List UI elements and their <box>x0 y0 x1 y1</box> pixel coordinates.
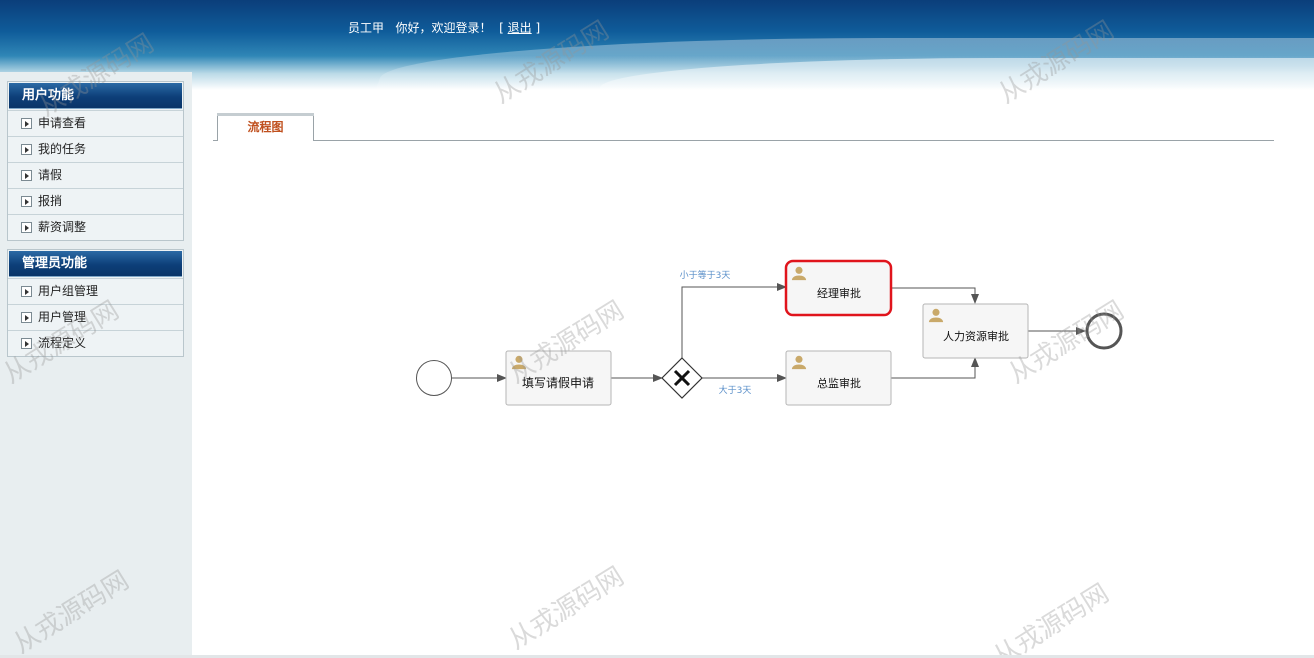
bracket-open: [ <box>499 21 504 35</box>
flow-director-to-hr <box>891 357 979 379</box>
tab-underline <box>213 140 1274 141</box>
user-name: 员工甲 <box>348 21 385 35</box>
menu-title-admin-functions: 管理员功能 <box>9 251 182 277</box>
sidebar-item-process-definition[interactable]: 流程定义 <box>8 330 183 356</box>
page-bottom-border <box>0 655 1314 658</box>
sidebar-item-label: 用户组管理 <box>38 284 99 298</box>
watermark: 从戎源码网 <box>503 561 630 656</box>
tab-flowchart[interactable]: 流程图 <box>217 113 314 141</box>
sidebar-item-group-management[interactable]: 用户组管理 <box>8 278 183 304</box>
arrow-right-icon <box>21 312 32 323</box>
task-label: 总监审批 <box>817 376 861 390</box>
task-manager-approval[interactable]: 经理审批 <box>784 259 893 317</box>
arrow-right-icon <box>21 196 32 207</box>
arrow-right-icon <box>21 170 32 181</box>
arrow-right-icon <box>21 144 32 155</box>
arrow-right-icon <box>21 286 32 297</box>
user-functions-menu: 用户功能 申请查看 我的任务 请假 报捎 薪资调整 <box>7 81 184 241</box>
gateway-x-icon <box>673 369 691 387</box>
header-banner: 员工甲 你好，欢迎登录！ [ 退出 ] <box>0 0 1314 90</box>
sidebar-item-label: 我的任务 <box>38 142 87 156</box>
sidebar-item-label: 报捎 <box>38 194 63 208</box>
tab-label: 流程图 <box>247 120 284 134</box>
sidebar-item-label: 流程定义 <box>38 336 87 350</box>
flow-gateway-to-manager <box>681 283 787 358</box>
task-label: 经理审批 <box>817 286 861 300</box>
arrow-right-icon <box>21 222 32 233</box>
sidebar-item-label: 薪资调整 <box>38 220 87 234</box>
sidebar-item-view-applications[interactable]: 申请查看 <box>8 110 183 136</box>
bracket-close: ] <box>535 21 541 35</box>
task-label: 人力资源审批 <box>943 329 1009 343</box>
arrow-right-icon <box>21 338 32 349</box>
greeting-text: 你好，欢迎登录！ <box>395 21 492 35</box>
edge-label-le3: 小于等于3天 <box>680 269 731 281</box>
exclusive-gateway[interactable] <box>661 357 703 399</box>
sidebar-item-label: 请假 <box>38 168 63 182</box>
sidebar-item-label: 申请查看 <box>38 116 87 130</box>
menu-title-user-functions: 用户功能 <box>9 83 182 109</box>
start-event[interactable] <box>416 360 452 396</box>
task-label: 填写请假申请 <box>522 376 594 390</box>
admin-functions-menu: 管理员功能 用户组管理 用户管理 流程定义 <box>7 249 184 357</box>
sidebar: 用户功能 申请查看 我的任务 请假 报捎 薪资调整 管理员功能 用户组管理 <box>0 72 192 658</box>
flow-manager-to-hr <box>891 287 979 304</box>
sidebar-item-user-management[interactable]: 用户管理 <box>8 304 183 330</box>
sidebar-item-leave[interactable]: 请假 <box>8 162 183 188</box>
sidebar-item-salary-adjust[interactable]: 薪资调整 <box>8 214 183 240</box>
arrow-right-icon <box>21 118 32 129</box>
edge-label-gt3: 大于3天 <box>719 384 752 396</box>
task-hr-approval[interactable]: 人力资源审批 <box>922 303 1029 359</box>
end-event[interactable] <box>1085 312 1123 350</box>
user-bar: 员工甲 你好，欢迎登录！ [ 退出 ] <box>348 19 540 36</box>
sidebar-item-label: 用户管理 <box>38 310 87 324</box>
sidebar-item-reimbursement[interactable]: 报捎 <box>8 188 183 214</box>
watermark: 从戎源码网 <box>988 578 1115 658</box>
sidebar-item-my-tasks[interactable]: 我的任务 <box>8 136 183 162</box>
task-fill-leave-form[interactable]: 填写请假申请 <box>505 350 612 406</box>
logout-link[interactable]: 退出 <box>507 21 532 35</box>
current-task-highlight <box>784 259 893 317</box>
task-director-approval[interactable]: 总监审批 <box>785 350 892 406</box>
